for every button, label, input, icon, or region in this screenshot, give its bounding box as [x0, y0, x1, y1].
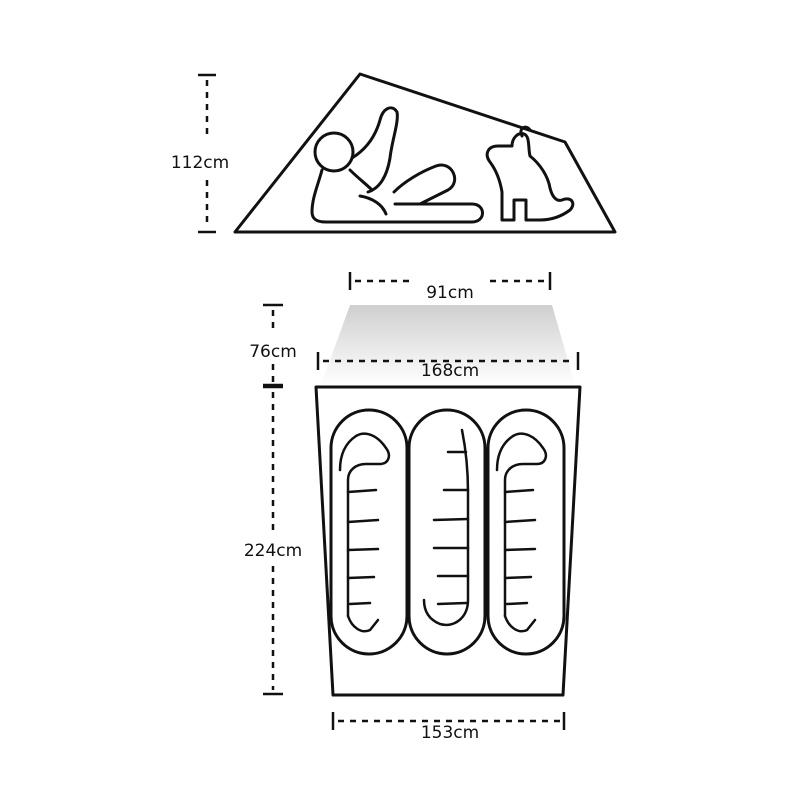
floor-width-label: 153cm	[421, 723, 479, 743]
sleeping-bag-left	[329, 408, 409, 656]
floor-length-dimension: 224cm	[244, 385, 302, 696]
door-width-dimension: 168cm	[316, 352, 580, 381]
side-view: 112cm	[171, 72, 617, 234]
floor-plan: 91cm 76cm 168cm 224cm	[244, 272, 582, 743]
vestibule-width-dimension: 91cm	[348, 272, 552, 303]
door-width-label: 168cm	[421, 361, 479, 381]
sleeping-bag-middle	[407, 408, 487, 656]
height-label: 112cm	[171, 153, 229, 173]
vestibule-area	[321, 305, 575, 385]
vestibule-depth-label: 76cm	[249, 342, 297, 362]
vestibule-width-label: 91cm	[426, 283, 474, 303]
sleeping-bag-right	[486, 408, 566, 656]
tent-floor-outline	[314, 385, 582, 697]
floor-width-dimension: 153cm	[331, 712, 566, 743]
vestibule-depth-dimension: 76cm	[249, 303, 297, 387]
dog-icon	[485, 125, 575, 222]
floor-length-label: 224cm	[244, 541, 302, 561]
tent-side-silhouette	[233, 72, 617, 234]
person-icon	[310, 106, 484, 224]
height-dimension: 112cm	[171, 73, 229, 234]
